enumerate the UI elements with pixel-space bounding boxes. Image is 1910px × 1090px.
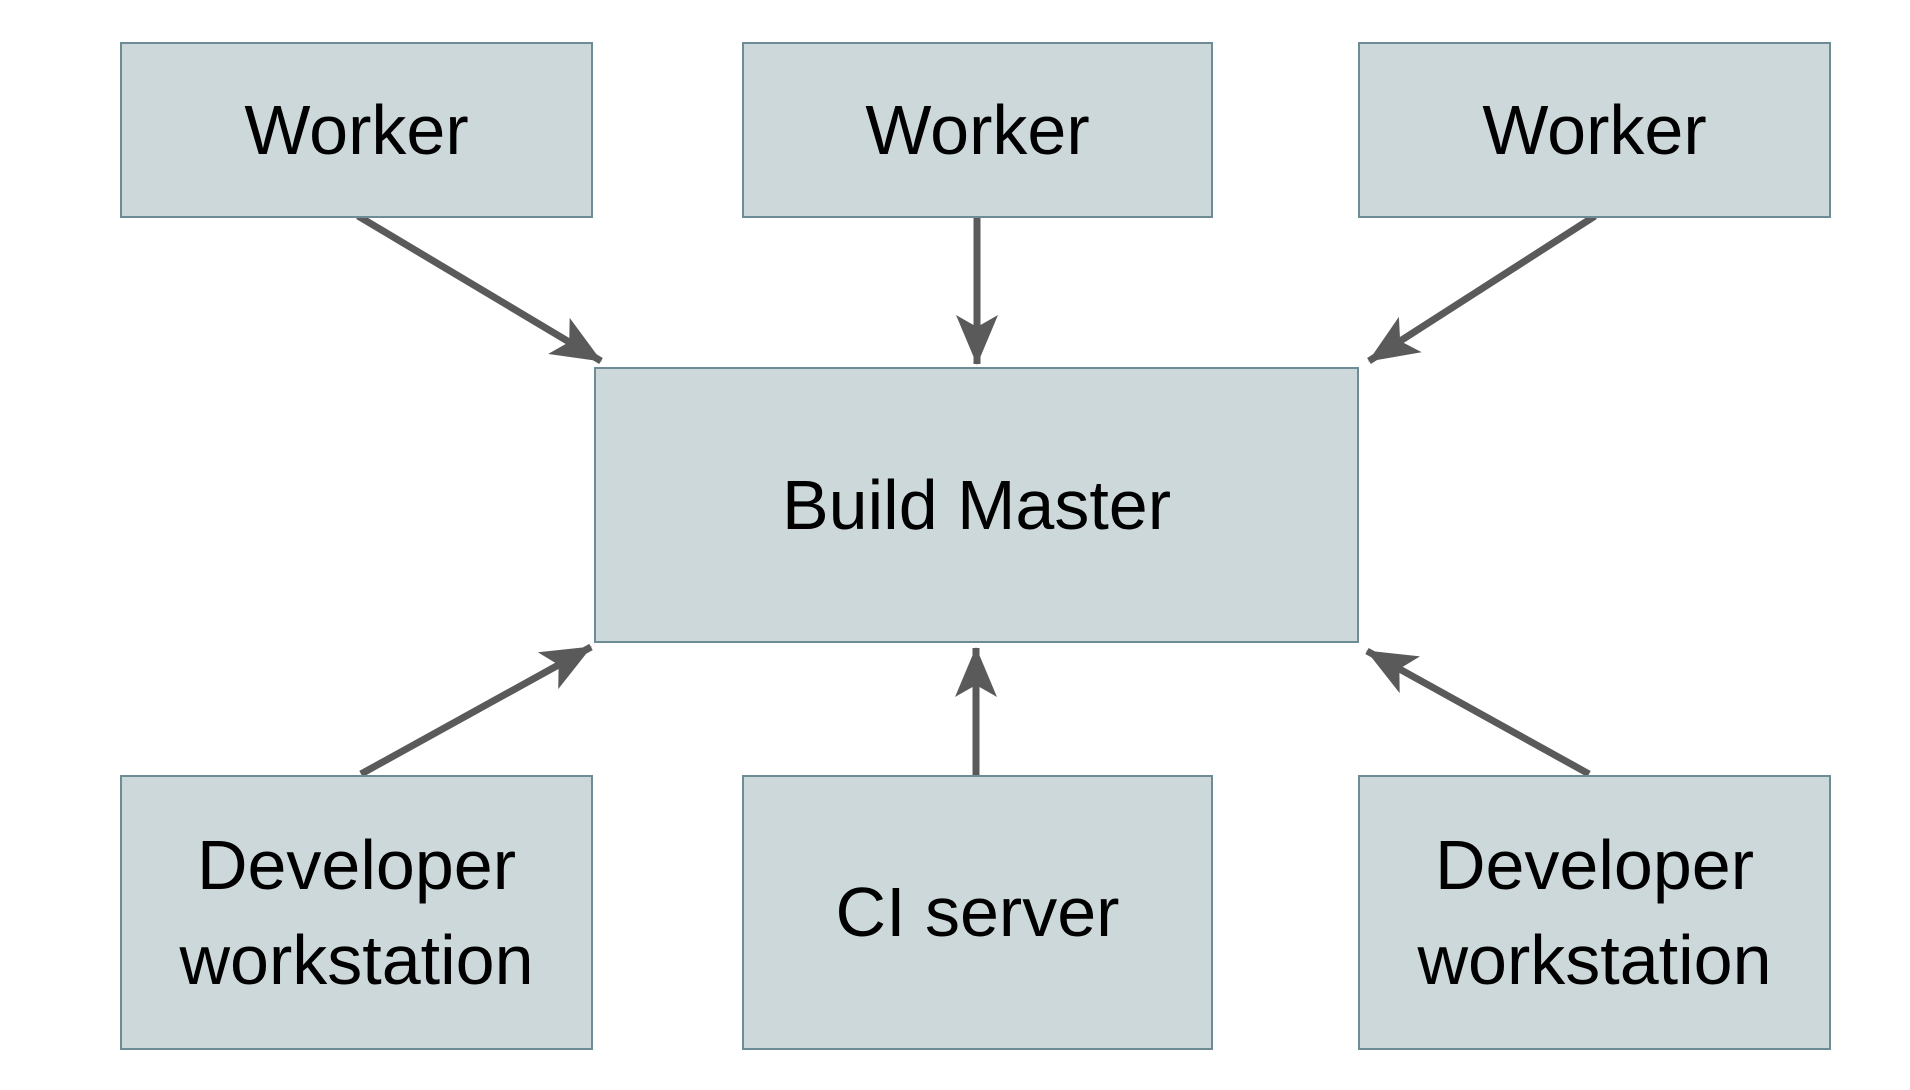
arrow-worker-1-to-build-master [356,212,603,365]
node-worker-3: Worker [1358,42,1831,218]
node-ci-server: CI server [742,775,1213,1050]
node-worker-1-label: Worker [244,90,469,169]
node-worker-3-label: Worker [1482,90,1707,169]
node-worker-2-label: Worker [865,90,1090,169]
node-worker-2: Worker [742,42,1213,218]
arrow-worker-3-to-build-master [1367,213,1597,364]
node-developer-workstation-right-label: Developer workstation [1417,826,1772,999]
node-developer-workstation-left: Developer workstation [120,775,593,1050]
node-build-master: Build Master [594,367,1359,643]
node-developer-workstation-left-label: Developer workstation [179,826,534,999]
node-worker-1: Worker [120,42,593,218]
arrow-developer-workstation-right-to-build-master [1365,647,1591,778]
node-ci-server-label: CI server [835,873,1120,952]
node-developer-workstation-right: Developer workstation [1358,775,1831,1050]
node-build-master-label: Build Master [781,465,1172,544]
arrow-developer-workstation-left-to-build-master [359,643,593,778]
